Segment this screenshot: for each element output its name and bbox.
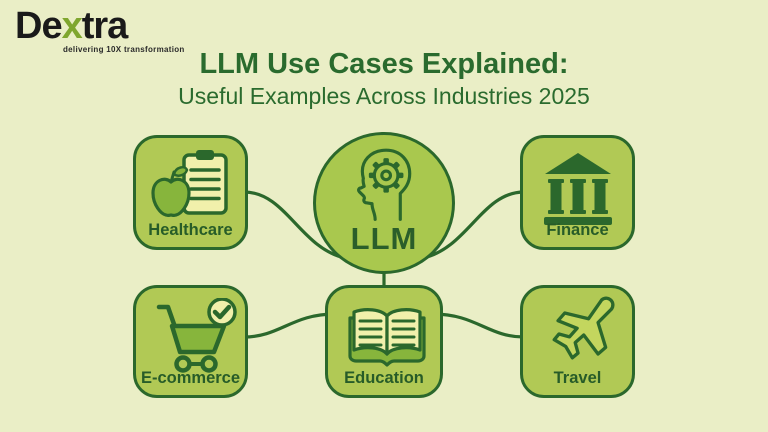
node-education: Education: [325, 285, 443, 398]
logo-accent: x: [61, 5, 83, 47]
node-healthcare: Healthcare: [133, 135, 248, 250]
node-label-finance: Finance: [546, 221, 609, 239]
edge-ecommerce-education: [242, 312, 337, 339]
logo-prefix: De: [15, 5, 63, 47]
bank-icon: [544, 153, 612, 225]
node-finance: Finance: [520, 135, 635, 250]
shopping-cart-check-icon: [156, 298, 237, 373]
node-ecommerce: E-commerce: [133, 285, 248, 398]
hub-llm: LLM: [313, 132, 455, 274]
edge-travel-education: [431, 312, 526, 339]
hub-label: LLM: [350, 221, 418, 256]
node-travel: Travel: [520, 285, 635, 398]
header: LLM Use Cases Explained: Useful Examples…: [0, 48, 768, 110]
node-label-ecommerce: E-commerce: [140, 369, 241, 387]
open-book-icon: [348, 308, 426, 367]
node-label-healthcare: Healthcare: [148, 221, 233, 239]
brand-logo: Dextra delivering 10X transformation: [15, 5, 185, 54]
page-subtitle: Useful Examples Across Industries 2025: [178, 83, 590, 110]
gear-icon: [368, 158, 404, 193]
brand-wordmark: Dextra: [15, 5, 185, 48]
edge-finance-llm: [421, 190, 526, 260]
page-title: LLM Use Cases Explained:: [199, 48, 569, 80]
airplane-icon: [552, 296, 615, 360]
node-label-education: Education: [344, 369, 424, 387]
node-label-travel: Travel: [553, 369, 602, 387]
brand-tagline: delivering 10X transformation: [63, 44, 185, 54]
apple-clipboard-icon: [151, 150, 228, 218]
logo-suffix: tra: [81, 5, 129, 47]
head-gear-icon: [357, 148, 412, 221]
edge-healthcare-llm: [242, 190, 347, 260]
